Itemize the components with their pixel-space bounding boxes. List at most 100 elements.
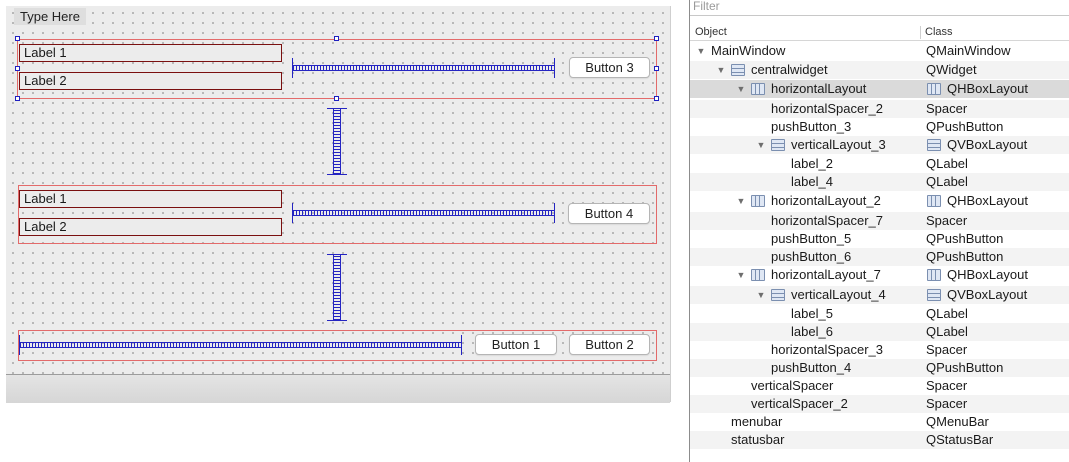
- expander-open-icon[interactable]: ▼: [756, 290, 766, 300]
- tree-row-object: horizontalSpacer_2: [771, 101, 884, 116]
- hbox-layout-icon: [751, 269, 765, 281]
- tree-row[interactable]: label_6 QLabel: [690, 323, 1069, 341]
- selection-handle[interactable]: [15, 36, 20, 41]
- tree-row-class: Spacer: [926, 342, 968, 357]
- tree-row-object: verticalLayout_4: [791, 287, 886, 302]
- tree-row-class: QLabel: [926, 174, 968, 189]
- tree-row-class: QMainWindow: [926, 43, 1011, 58]
- tree-row-class: QHBoxLayout: [947, 193, 1028, 208]
- tree-row[interactable]: ▼ horizontalLayout QHBoxLayout: [690, 80, 1069, 98]
- tree-row-class: Spacer: [926, 378, 968, 393]
- tree-row[interactable]: verticalSpacer_2 Spacer: [690, 395, 1069, 413]
- tree-row[interactable]: horizontalSpacer_2 Spacer: [690, 100, 1069, 118]
- horizontal-spacer-3[interactable]: [292, 203, 555, 223]
- label-2[interactable]: Label 1: [19, 44, 282, 62]
- expander-open-icon[interactable]: ▼: [736, 270, 746, 280]
- form-canvas[interactable]: Type Here Label 1 Label 2 Button 3 Label…: [6, 6, 671, 403]
- horizontal-layout-2[interactable]: [18, 330, 657, 361]
- button-2[interactable]: Button 2: [569, 334, 650, 355]
- tree-row-class: Spacer: [926, 396, 968, 411]
- horizontal-layout-7[interactable]: [18, 185, 657, 244]
- column-separator[interactable]: [920, 26, 921, 39]
- tree-row-object: menubar: [731, 414, 783, 429]
- vbox-layout-icon: [771, 289, 785, 301]
- tree-row-object: label_6: [791, 324, 833, 339]
- tree-row-class: QVBoxLayout: [947, 137, 1028, 152]
- selection-handle[interactable]: [654, 96, 659, 101]
- vertical-spacer-2[interactable]: [327, 254, 347, 321]
- expander-open-icon[interactable]: ▼: [736, 84, 746, 94]
- tree-row-object: label_5: [791, 306, 833, 321]
- filter-input[interactable]: Filter: [690, 0, 1069, 16]
- label-5[interactable]: Label 1: [19, 190, 282, 208]
- hbox-layout-icon: [927, 195, 941, 207]
- menubar-type-here[interactable]: Type Here: [14, 8, 86, 25]
- selection-handle[interactable]: [15, 66, 20, 71]
- vbox-layout-icon: [771, 139, 785, 151]
- tree-row-class: Spacer: [926, 101, 968, 116]
- tree-row-class: QPushButton: [926, 119, 1004, 134]
- tree-row-class: QHBoxLayout: [947, 81, 1028, 96]
- selection-handle[interactable]: [334, 96, 339, 101]
- statusbar: [6, 374, 670, 403]
- label-4[interactable]: Label 2: [19, 72, 282, 90]
- column-header-class[interactable]: Class: [925, 26, 953, 38]
- tree-row[interactable]: pushButton_3 QPushButton: [690, 118, 1069, 136]
- tree-row-object: horizontalLayout_2: [771, 193, 881, 208]
- expander-open-icon[interactable]: ▼: [696, 46, 706, 56]
- tree-row-object: pushButton_5: [771, 231, 852, 246]
- tree-row[interactable]: horizontalSpacer_3 Spacer: [690, 341, 1069, 359]
- expander-open-icon[interactable]: ▼: [736, 196, 746, 206]
- button-3[interactable]: Button 3: [569, 57, 650, 78]
- expander-open-icon[interactable]: ▼: [756, 140, 766, 150]
- horizontal-spacer-7[interactable]: [19, 335, 462, 355]
- tree-row-class: QLabel: [926, 156, 968, 171]
- tree-row[interactable]: ▼ horizontalLayout_2 QHBoxLayout: [690, 192, 1069, 210]
- tree-row-class: QVBoxLayout: [947, 287, 1028, 302]
- vbox-layout-icon: [927, 139, 941, 151]
- horizontal-spacer-2[interactable]: [292, 58, 555, 78]
- vertical-spacer[interactable]: [327, 108, 347, 175]
- tree-row[interactable]: label_2 QLabel: [690, 155, 1069, 173]
- tree-row-class: QHBoxLayout: [947, 267, 1028, 282]
- button-1[interactable]: Button 1: [475, 334, 557, 355]
- tree-row-object: label_2: [791, 156, 833, 171]
- tree-row-object: horizontalLayout: [771, 81, 867, 96]
- tree-row-class: Spacer: [926, 213, 968, 228]
- column-header: Object Class: [690, 25, 1069, 41]
- tree-row-object: MainWindow: [711, 43, 786, 58]
- label-6[interactable]: Label 2: [19, 218, 282, 236]
- selection-handle[interactable]: [654, 36, 659, 41]
- tree-row-object: verticalSpacer_2: [751, 396, 848, 411]
- tree-row[interactable]: ▼ MainWindow QMainWindow: [690, 42, 1069, 60]
- tree-row-object: horizontalSpacer_3: [771, 342, 884, 357]
- hbox-layout-icon: [927, 83, 941, 95]
- tree-row-object: pushButton_3: [771, 119, 852, 134]
- selection-handle[interactable]: [334, 36, 339, 41]
- expander-open-icon[interactable]: ▼: [716, 65, 726, 75]
- tree-row-class: QLabel: [926, 324, 968, 339]
- tree-row-class: QStatusBar: [926, 432, 994, 447]
- vbox-layout-icon: [731, 64, 745, 76]
- selection-handle[interactable]: [654, 66, 659, 71]
- column-header-object[interactable]: Object: [695, 26, 727, 38]
- button-4[interactable]: Button 4: [568, 203, 650, 224]
- hbox-layout-icon: [751, 195, 765, 207]
- tree-row-object: pushButton_6: [771, 249, 852, 264]
- selection-handle[interactable]: [15, 96, 20, 101]
- vbox-layout-icon: [927, 289, 941, 301]
- tree-row-object: verticalSpacer: [751, 378, 834, 393]
- tree-row[interactable]: ▼ verticalLayout_4 QVBoxLayout: [690, 286, 1069, 304]
- tree-row[interactable]: verticalSpacer Spacer: [690, 377, 1069, 395]
